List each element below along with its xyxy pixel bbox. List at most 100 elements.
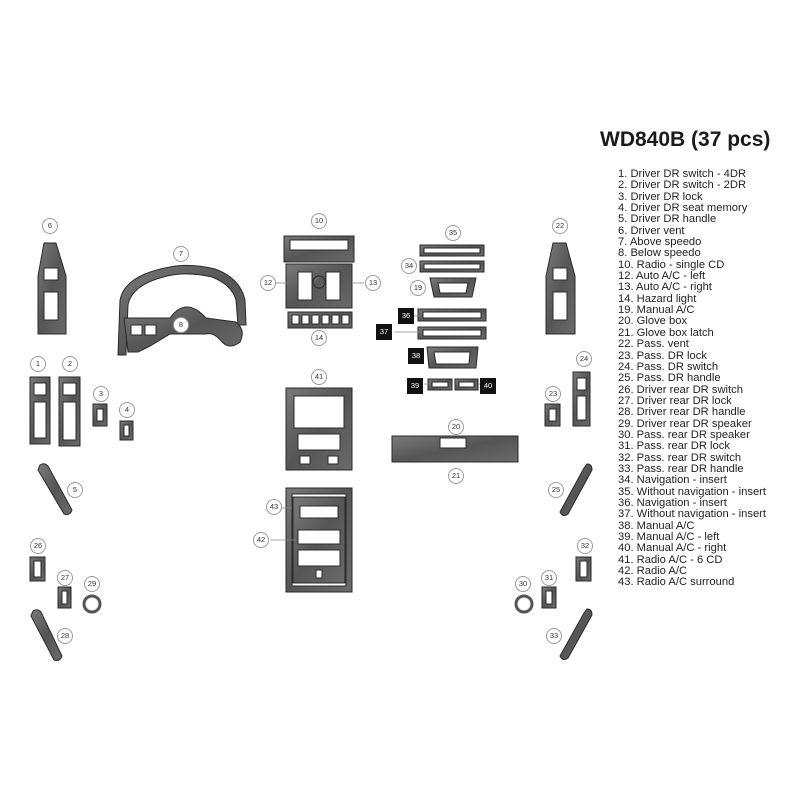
part-36-insert [417,308,487,322]
part-26-driver-rear-dr-switch [29,556,46,582]
part-5-driver-dr-handle [37,463,73,515]
legend-item: 10. Radio - single CD [618,258,725,271]
part-25-pass-dr-handle [559,463,593,517]
legend-item: 5. Driver DR handle [618,213,717,226]
legend-item: 13. Auto A/C - right [618,281,712,294]
legend-item: 6. Driver vent [618,224,685,237]
callout-35: 35 [445,225,461,241]
part-6-driver-vent [37,242,67,335]
legend-item: 24. Pass. DR switch [618,360,719,373]
legend-item: 7. Above speedo [618,236,702,249]
callout-10: 10 [311,213,327,229]
part-24-pass-dr-switch [572,371,591,427]
callout-26: 26 [30,538,46,554]
callout-41: 41 [311,369,327,385]
callout-2: 2 [62,356,78,372]
legend-item: 33. Pass. rear DR handle [618,462,744,475]
callout-32: 32 [577,538,593,554]
callout-31: 31 [541,570,557,586]
legend-item: 12. Auto A/C - left [618,270,706,283]
legend-item: 20. Glove box [618,315,688,328]
callout-28: 28 [57,628,73,644]
part-39-ac-left [427,378,453,391]
callout-7: 7 [173,246,189,262]
legend-item: 41. Radio A/C - 6 CD [618,553,723,566]
callout-25: 25 [548,482,564,498]
legend-item: 22. Pass. vent [618,338,689,351]
part-31-pass-rear-dr-lock [541,586,557,609]
callout-43: 43 [266,499,282,515]
part-29-driver-rear-speaker [82,594,102,614]
legend-item: 4. Driver DR seat memory [618,202,748,215]
callout-5: 5 [67,482,83,498]
legend-item: 26. Driver rear DR switch [618,383,743,396]
callout-36: 36 [398,308,414,324]
legend-item: 32. Pass. rear DR switch [618,451,742,464]
legend-item: 31. Pass. rear DR lock [618,440,730,453]
legend-item: 3. Driver DR lock [618,190,703,203]
part-7-above-speedo [117,264,247,356]
part-37-insert [417,326,487,340]
legend-item: 25. Pass. DR handle [618,372,721,385]
callout-39: 39 [407,378,423,394]
part-10-radio [283,235,355,263]
callout-37: 37 [376,324,392,340]
part-43-radio-ac-surround [285,487,353,593]
legend-item: 38. Manual A/C [618,519,695,532]
part-34-insert [419,260,485,273]
legend-item: 27. Driver rear DR lock [618,394,732,407]
part-22-pass-vent [545,242,576,335]
legend-item: 19. Manual A/C [618,304,695,317]
callout-24: 24 [576,351,592,367]
part-30-pass-rear-speaker [514,594,534,614]
callout-23: 23 [545,386,561,402]
callout-22: 22 [552,218,568,234]
callout-34: 34 [401,258,417,274]
part-3-driver-dr-lock [92,403,108,427]
legend-item: 35. Without navigation - insert [618,485,766,498]
callout-14: 14 [311,330,327,346]
legend-item: 2. Driver DR switch - 2DR [618,179,747,192]
callout-19: 19 [410,280,426,296]
legend-item: 39. Manual A/C - left [618,531,720,543]
legend-item: 43. Radio A/C surround [618,576,735,589]
legend-item: 40. Manual A/C - right [618,542,727,555]
part-14-hazard [287,311,353,329]
legend-item: 8. Below speedo [618,247,701,260]
part-35-insert [419,244,485,257]
callout-42: 42 [253,532,269,548]
legend-item: 36. Navigation - insert [618,496,727,509]
part-42-radio-ac [292,496,346,584]
part-27-driver-rear-dr-lock [57,586,72,609]
part-40-ac-right [454,378,479,391]
callout-29: 29 [84,576,100,592]
callout-4: 4 [119,402,135,418]
callout-40: 40 [480,378,496,394]
callout-13: 13 [365,275,381,291]
callout-21: 21 [448,468,464,484]
part-23-pass-dr-lock [544,403,561,427]
legend-item: 42. Radio A/C [618,565,688,578]
legend-item: 37. Without navigation - insert [618,508,766,521]
part-4-driver-seat-memory [119,420,134,441]
legend-item: 30. Pass. rear DR speaker [618,428,750,441]
part-1-driver-dr-switch-4dr [29,376,51,445]
legend-item: 29. Driver rear DR speaker [618,417,752,430]
legend-item: 14. Hazard light [618,292,697,305]
callout-6: 6 [42,218,58,234]
callout-12: 12 [260,275,276,291]
diagram-title: WD840B (37 pcs) [600,128,771,151]
callout-27: 27 [57,570,73,586]
callout-30: 30 [515,576,531,592]
legend-item: 1. Driver DR switch - 4DR [618,168,747,180]
part-19-manual-ac [429,277,477,298]
part-32-pass-rear-dr-switch [575,556,592,582]
callout-38: 38 [408,348,424,364]
legend-item: 28. Driver rear DR handle [618,406,746,419]
callout-33: 33 [546,628,562,644]
callout-1: 1 [30,356,46,372]
part-28-driver-rear-dr-handle [30,609,63,661]
legend-item: 34. Navigation - insert [618,474,727,487]
part-auto-ac-knob [312,275,326,289]
